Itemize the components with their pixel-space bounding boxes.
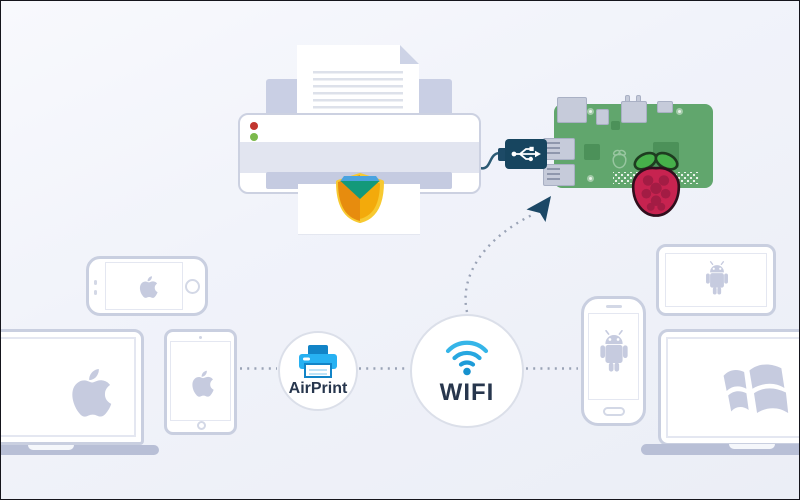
device-android-tablet [656,244,776,316]
apple-logo-icon [189,368,214,398]
macbook-screen-inner [1,337,136,437]
dotted-link-wifi-pi [464,212,535,313]
windows-laptop-base-notch [729,444,775,449]
printer-band [240,142,479,173]
pi-port-pins [547,142,560,156]
apple-logo-icon [66,364,112,419]
iphone-screen [105,262,183,310]
paper-in [297,45,419,118]
usb-trident-icon [511,146,541,162]
usb-cable [479,151,501,170]
macbook-base [1,445,159,455]
pi-port-usb-power [557,97,587,123]
pi-usb-port-upper [543,138,575,160]
windows-laptop-base [641,444,799,455]
wifi-label: WIFI [439,379,495,406]
pi-mount-hole [676,108,683,115]
pi-port-small [596,109,609,125]
android-tablet-screen [665,253,767,307]
printer-led-red [250,122,258,130]
raspberry-pi [541,91,731,226]
pi-mount-hole [587,175,594,182]
airprint-node: AirPrint [278,331,358,411]
device-iphone [86,256,208,316]
android-phone-screen [588,313,639,400]
windows-laptop-screen [658,329,799,446]
iphone-speaker [94,280,97,285]
pi-usb-port-lower [543,164,575,186]
pi-watermark-raspberry-icon [612,149,627,169]
android-phone-speaker [606,305,622,308]
ipad-home-button [197,420,206,430]
iphone-camera [94,290,97,295]
pi-port-top-right [657,101,673,113]
windows-laptop-screen-inner [666,337,799,438]
device-ipad [164,329,237,435]
pi-port-ethernet [621,101,647,123]
iphone-home-button [185,279,200,294]
pi-chip [584,144,600,160]
device-android-phone [581,296,646,426]
apple-logo-icon [137,274,158,299]
pi-chip [611,121,620,130]
android-robot-icon [594,330,634,377]
printer-icon [299,345,337,378]
android-robot-icon [701,261,733,299]
usb-connector-tab [498,148,508,161]
wifi-icon [445,340,489,376]
ipad-camera [199,336,202,339]
windows-logo-icon [716,356,792,426]
pi-mount-hole [587,108,594,115]
macbook-base-notch [28,445,74,450]
open-box-logo-icon [336,173,384,223]
raspberry-icon [625,148,687,220]
printer-led-green [250,133,258,141]
wifi-node: WIFI [410,314,524,428]
arrow-icon [526,196,551,222]
macbook-screen [1,329,144,445]
usb-connector [505,139,547,169]
airprint-label: AirPrint [288,380,348,397]
android-phone-home-button [603,407,625,416]
pi-port-pins [547,168,560,182]
